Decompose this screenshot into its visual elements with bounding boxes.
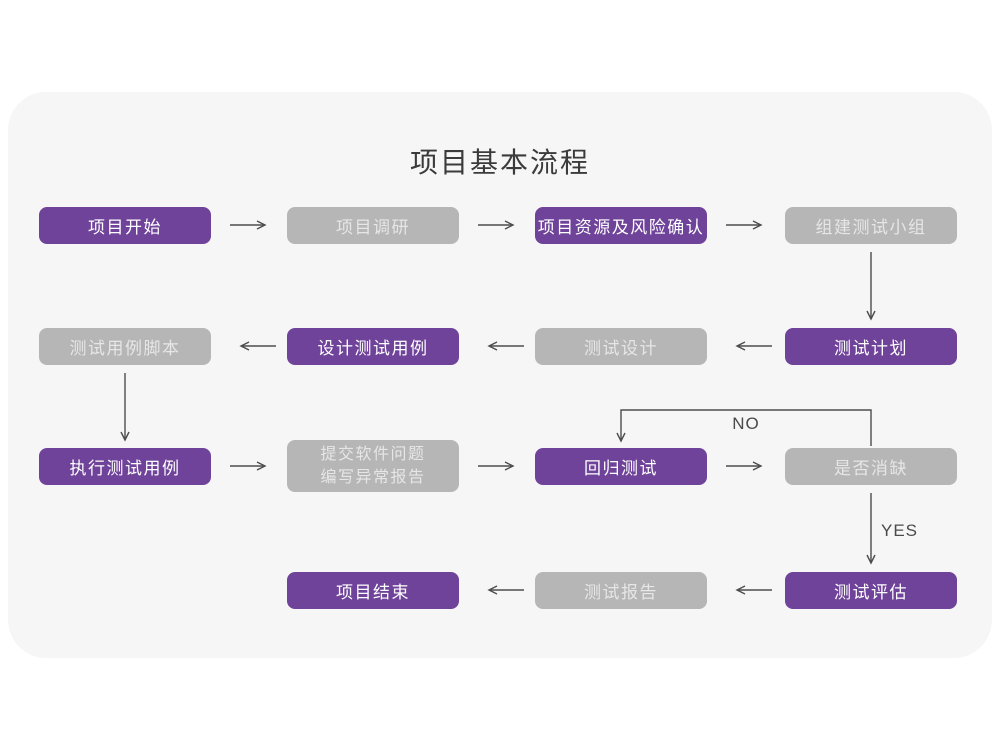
node-test-report: 测试报告 [535, 572, 707, 609]
node-execute-test-cases: 执行测试用例 [39, 448, 211, 485]
edge-label-no: NO [732, 414, 760, 433]
node-design-test-cases: 设计测试用例 [287, 328, 459, 365]
node-regression-test: 回归测试 [535, 448, 707, 485]
node-test-case-scripts: 测试用例脚本 [39, 328, 211, 365]
flowchart-card [8, 92, 992, 658]
diagram-title: 项目基本流程 [409, 147, 590, 178]
node-test-design: 测试设计 [535, 328, 707, 365]
node-defect-resolved: 是否消缺 [785, 448, 957, 485]
node-project-research: 项目调研 [287, 207, 459, 244]
edge-label-yes: YES [881, 521, 919, 540]
node-build-test-team: 组建测试小组 [785, 207, 957, 244]
node-project-end: 项目结束 [287, 572, 459, 609]
node-test-evaluation: 测试评估 [785, 572, 957, 609]
node-test-plan: 测试计划 [785, 328, 957, 365]
node-submit-issues-report: 提交软件问题 编写异常报告 [287, 440, 459, 492]
node-project-start: 项目开始 [39, 207, 211, 244]
node-resources-risk-confirm: 项目资源及风险确认 [535, 207, 707, 244]
